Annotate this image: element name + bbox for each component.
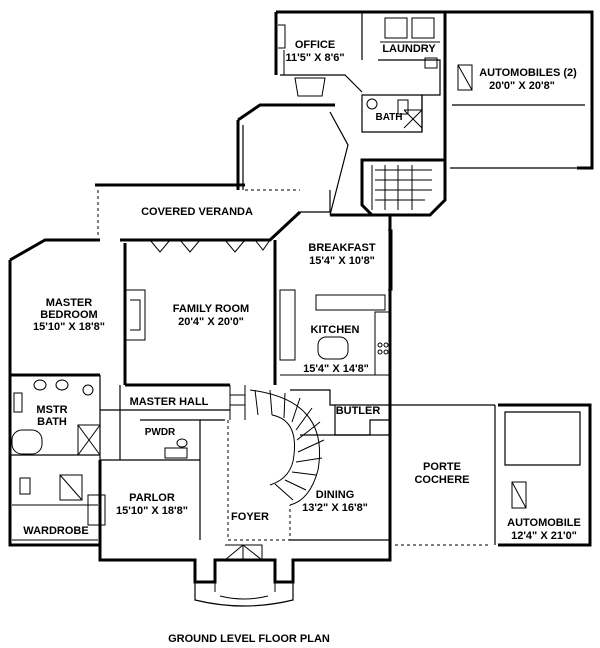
fixtures [11, 17, 527, 561]
garage1-dims: 12'4" X 21'0" [511, 530, 577, 542]
family-room-dims: 20'4" X 20'0" [178, 316, 244, 328]
wardrobe-name: WARDROBE [23, 525, 88, 537]
garage2-name: AUTOMOBILES (2) [479, 67, 577, 79]
mstr-bath-name2: BATH [37, 416, 67, 428]
kitchen-name: KITCHEN [311, 324, 360, 336]
kitchen-dims: 15'4" X 14'8" [303, 363, 369, 375]
master-bedroom-name1: MASTER [46, 297, 93, 309]
breakfast-dims: 15'4" X 10'8" [309, 255, 375, 267]
mstr-bath-name1: MSTR [36, 404, 67, 416]
parlor-dims: 15'10" X 18'8" [116, 505, 188, 517]
room-labels: OFFICE 11'5" X 8'6" LAUNDRY AUTOMOBILES … [23, 39, 581, 645]
foyer-name: FOYER [231, 511, 269, 523]
master-bedroom-dims: 15'10" X 18'8" [33, 321, 105, 333]
garage2-dims: 20'0" X 20'8" [489, 80, 555, 92]
pwdr-name: PWDR [145, 427, 176, 438]
breakfast-name: BREAKFAST [308, 242, 376, 254]
office-name: OFFICE [295, 39, 335, 51]
parlor-name: PARLOR [129, 492, 175, 504]
garage1-name: AUTOMOBILE [507, 517, 581, 529]
plan-caption: GROUND LEVEL FLOOR PLAN [168, 633, 330, 645]
bath-name: BATH [375, 112, 402, 123]
veranda-name: COVERED VERANDA [141, 206, 253, 218]
porte-cochere-name1: PORTE [423, 461, 461, 473]
office-dims: 11'5" X 8'6" [285, 52, 344, 64]
laundry-name: LAUNDRY [382, 43, 436, 55]
porte-cochere-name2: COCHERE [414, 474, 469, 486]
dining-dims: 13'2" X 16'8" [302, 502, 368, 514]
master-bedroom-name2: BEDROOM [40, 309, 97, 321]
dining-name: DINING [316, 489, 355, 501]
butler-name: BUTLER [336, 405, 381, 417]
master-hall-name: MASTER HALL [130, 396, 209, 408]
family-room-name: FAMILY ROOM [173, 303, 249, 315]
